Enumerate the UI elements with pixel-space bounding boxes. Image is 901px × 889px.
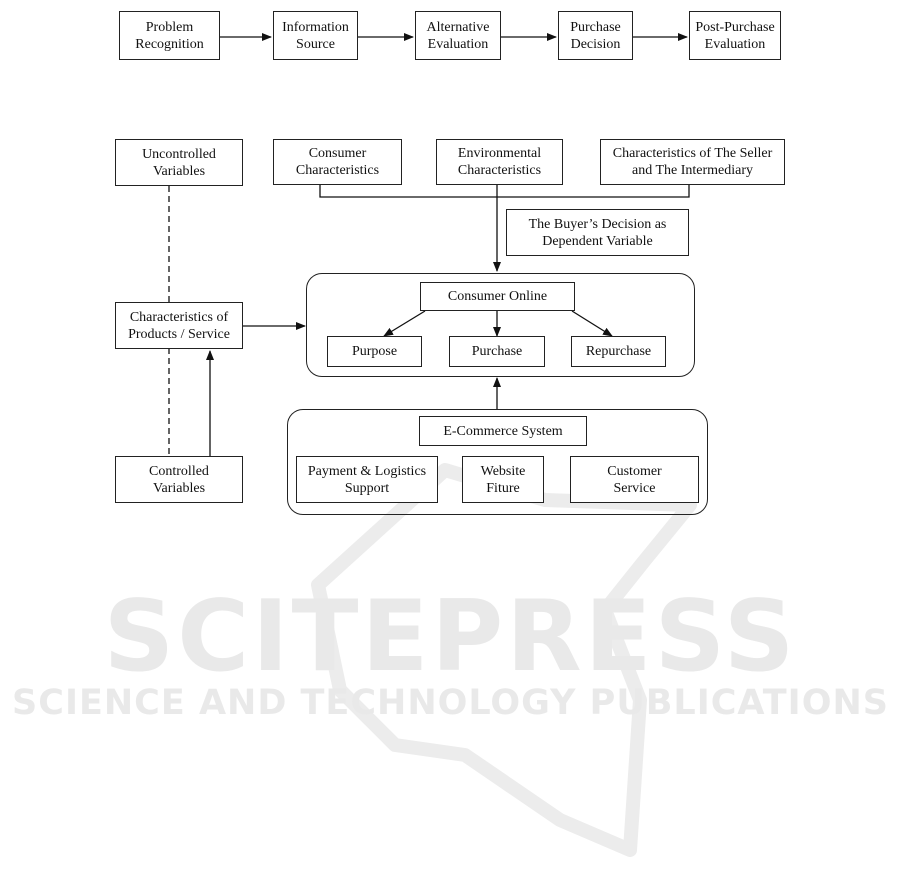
purchase-box: Purchase	[449, 336, 545, 367]
product-characteristics-box: Characteristics of Products / Service	[115, 302, 243, 349]
characteristics-bracket	[319, 185, 690, 198]
consumer-online-box: Consumer Online	[420, 282, 575, 311]
watermark-title: SCITEPRESS	[103, 580, 798, 694]
step-purchase-decision: Purchase Decision	[558, 11, 633, 60]
buyer-decision-box: The Buyer’s Decision as Dependent Variab…	[506, 209, 689, 256]
environmental-characteristics-box: Environmental Characteristics	[436, 139, 563, 185]
payment-logistics-box: Payment & Logistics Support	[296, 456, 438, 503]
arrow-to-purpose	[383, 310, 426, 337]
website-fiture-box: Website Fiture	[462, 456, 544, 503]
step-information-source: Information Source	[273, 11, 358, 60]
step-alternative-evaluation: Alternative Evaluation	[415, 11, 501, 60]
step-post-purchase-evaluation: Post-Purchase Evaluation	[689, 11, 781, 60]
ecommerce-group	[287, 409, 708, 515]
controlled-variables-box: Controlled Variables	[115, 456, 243, 503]
consumer-characteristics-box: Consumer Characteristics	[273, 139, 402, 185]
consumer-online-group	[306, 273, 695, 377]
uncontrolled-variables-box: Uncontrolled Variables	[115, 139, 243, 186]
ecommerce-system-box: E-Commerce System	[419, 416, 587, 446]
repurchase-box: Repurchase	[571, 336, 666, 367]
customer-service-box: Customer Service	[570, 456, 699, 503]
watermark-subtitle: SCIENCE AND TECHNOLOGY PUBLICATIONS	[12, 683, 889, 723]
step-problem-recognition: Problem Recognition	[119, 11, 220, 60]
purpose-box: Purpose	[327, 336, 422, 367]
arrow-to-repurchase	[571, 310, 613, 337]
seller-characteristics-box: Characteristics of The Seller and The In…	[600, 139, 785, 185]
